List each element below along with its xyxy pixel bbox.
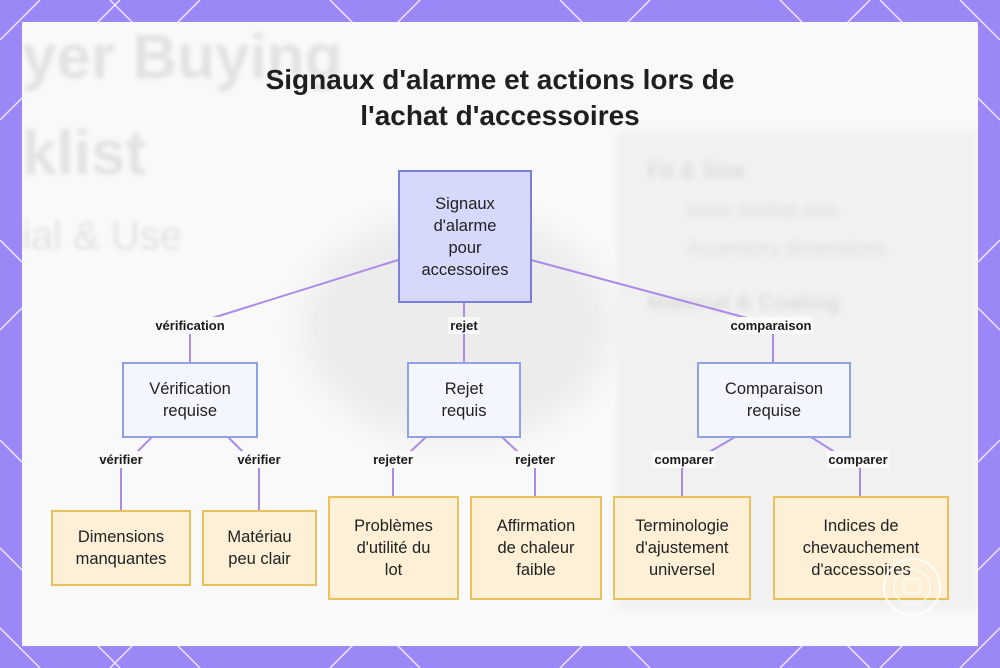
edge-label-rejeter: rejeter (371, 451, 415, 468)
node-line: d'alarme (433, 216, 497, 235)
edge-label-verification: vérification (153, 317, 227, 334)
node-root: Signaux d'alarme pour accessoires (398, 170, 532, 303)
edge-label-rejeter: rejeter (513, 451, 557, 468)
ghost-panel-heading: Fit & Size (647, 158, 747, 183)
edge-root-verif (189, 259, 399, 362)
node-line: requise (162, 402, 218, 420)
node-line: universel (648, 561, 716, 579)
node-line: d'ajustement (635, 539, 729, 557)
edge-verif-materiau (227, 436, 260, 510)
diagram-title: Signaux d'alarme et actions lors de l'ac… (0, 62, 1000, 134)
node-line: de chaleur (497, 539, 575, 557)
node-line: pour (448, 238, 482, 257)
ghost-panel-heading: Material & Coating (647, 290, 841, 315)
node-line: Problèmes (354, 517, 433, 535)
node-line: Affirmation (496, 517, 576, 535)
edge-label-verifier: vérifier (235, 451, 283, 468)
node-rejet-requis: Rejet requis (407, 362, 521, 438)
title-line: Signaux d'alarme et actions lors de (265, 64, 735, 95)
edge-verif-dims (120, 436, 153, 510)
edge-label-comparer: comparer (826, 451, 890, 468)
edge-label-verifier: vérifier (97, 451, 145, 468)
node-problemes-utilite-lot: Problèmes d'utilité du lot (328, 496, 459, 600)
node-line: Matériau (227, 528, 292, 546)
edge-compar-indices (810, 436, 861, 496)
node-indices-chevauchement-accessoires: Indices de chevauchement d'accessoires (773, 496, 949, 600)
node-line: requise (746, 402, 802, 420)
watermark-logo-icon (883, 558, 941, 616)
edge-root-compar (530, 259, 774, 362)
edge-label-comparer: comparer (652, 451, 716, 468)
node-line: Indices de (823, 517, 899, 535)
edge-rejet-chaleur (501, 436, 536, 496)
node-line: d'utilité du (356, 539, 431, 557)
node-line: Vérification (149, 380, 231, 398)
node-line: faible (516, 561, 556, 579)
edge-label-rejet: rejet (448, 317, 480, 334)
node-line: Rejet (444, 380, 484, 398)
ghost-panel-item: Inner basket size (687, 200, 839, 222)
ghost-panel-item: Accessory dimensions (687, 238, 886, 260)
node-affirmation-chaleur-faible: Affirmation de chaleur faible (470, 496, 602, 600)
node-line: peu clair (228, 550, 291, 568)
edge-rejet-lot (392, 436, 427, 496)
node-line: requis (441, 402, 487, 420)
title-line: l'achat d'accessoires (360, 100, 640, 131)
node-line: Terminologie (635, 517, 729, 535)
node-materiau-peu-clair: Matériau peu clair (202, 510, 317, 586)
node-dimensions-manquantes: Dimensions manquantes (51, 510, 191, 586)
node-line: Comparaison (724, 380, 824, 398)
edge-label-comparaison: comparaison (728, 317, 814, 334)
node-comparaison-requise: Comparaison requise (697, 362, 851, 438)
edge-compar-termino (681, 436, 736, 496)
node-line: Signaux (435, 194, 495, 213)
node-line: manquantes (75, 550, 167, 568)
node-terminologie-ajustement-universel: Terminologie d'ajustement universel (613, 496, 751, 600)
node-line: chevauchement (802, 539, 920, 557)
node-verification-requise: Vérification requise (122, 362, 258, 438)
node-line: lot (384, 561, 403, 579)
node-line: accessoires (421, 260, 509, 279)
node-line: Dimensions (77, 528, 165, 546)
